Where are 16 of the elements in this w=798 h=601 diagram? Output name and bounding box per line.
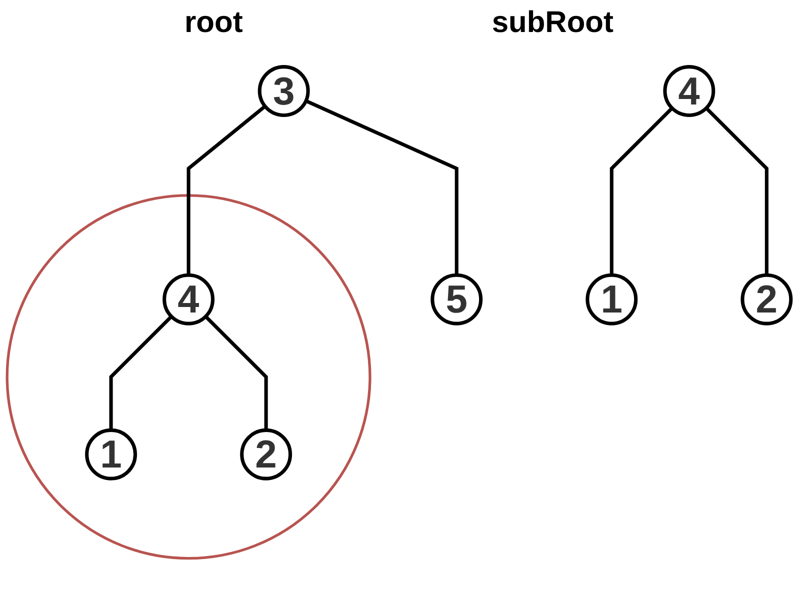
node-circle: 4	[663, 65, 716, 117]
connector	[705, 106, 768, 276]
node-circle: 1	[586, 273, 638, 326]
node-circle: 3	[258, 65, 310, 117]
node-circle: 2	[240, 428, 292, 480]
tree-label: subRoot	[492, 6, 614, 40]
connector	[610, 106, 674, 276]
node-circle: 1	[85, 428, 138, 480]
connector	[305, 99, 458, 276]
node-circle: 5	[430, 273, 483, 326]
node-circle: 4	[162, 273, 215, 326]
tree-label: root	[184, 6, 243, 40]
node-circle: 2	[740, 273, 793, 326]
connector	[109, 315, 173, 430]
connector	[186, 104, 266, 276]
connector	[204, 315, 268, 430]
